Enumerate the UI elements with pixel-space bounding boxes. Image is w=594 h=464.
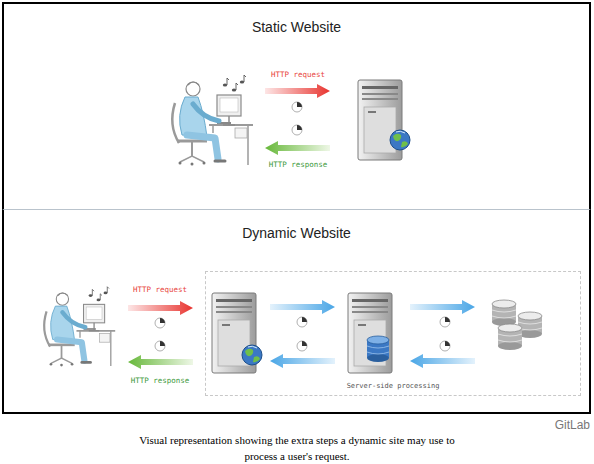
response-label: HTTP response (238, 160, 358, 169)
section-panel: Static Website (2, 2, 591, 210)
group-label: Server-side processing (206, 382, 580, 390)
clock-icon (155, 341, 165, 351)
clock-icon (155, 318, 165, 328)
internal-arrow (410, 354, 475, 368)
clock-icon (292, 102, 302, 112)
section-title: Dynamic Website (4, 225, 589, 241)
database-stack (492, 300, 516, 326)
clock-icon (440, 317, 450, 327)
clock-icon (292, 125, 302, 135)
server-group-box: Server-side processing (205, 271, 581, 396)
figure-caption: Visual representation showing the extra … (137, 432, 457, 464)
web-server (358, 80, 402, 160)
response-label: HTTP response (100, 376, 220, 385)
globe-icon (242, 345, 262, 365)
section-panel: Dynamic WebsiteServer-side processing (2, 210, 591, 414)
response-arrow (128, 355, 193, 369)
request-arrow (265, 84, 330, 98)
internal-arrow (270, 354, 335, 368)
response-arrow (265, 141, 330, 155)
app-server (348, 293, 392, 373)
database-stack (518, 312, 542, 338)
user-figure (172, 75, 253, 166)
clock-icon (297, 317, 307, 327)
section-title: Static Website (4, 19, 589, 35)
internal-arrow (270, 300, 335, 314)
database-stack (498, 324, 522, 350)
user-figure (44, 287, 115, 367)
internal-arrow (410, 300, 475, 314)
clock-icon (297, 341, 307, 351)
request-label: HTTP request (100, 285, 220, 294)
clock-icon (440, 341, 450, 351)
web-server (212, 293, 256, 373)
request-arrow (128, 301, 193, 315)
watermark: GitLab (500, 418, 590, 432)
request-label: HTTP request (238, 70, 358, 79)
database-icon (367, 336, 389, 362)
globe-icon (390, 130, 410, 150)
